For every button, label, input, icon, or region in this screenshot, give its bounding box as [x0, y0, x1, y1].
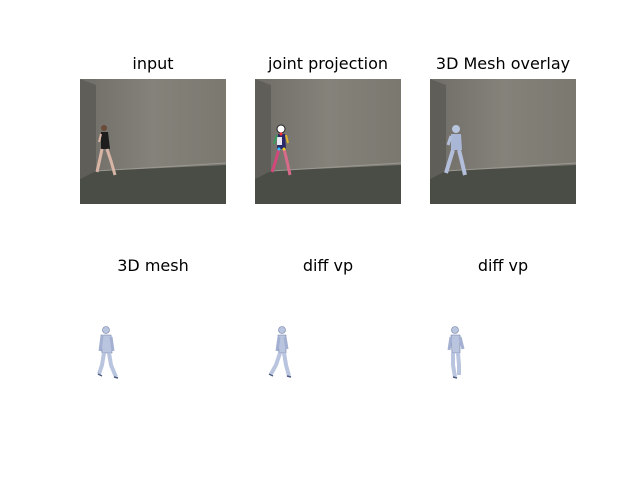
panel-title-3d-mesh: 3D mesh — [117, 256, 189, 275]
input-image — [80, 79, 226, 204]
diff-vp-render-2 — [430, 281, 576, 406]
mesh-figure — [97, 326, 119, 379]
joint-projection-image — [255, 79, 401, 204]
joint-skeleton-overlay — [270, 124, 292, 176]
3d-mesh-render — [80, 281, 226, 406]
diff-vp-render-1 — [255, 281, 401, 406]
mesh-overlay-image — [430, 79, 576, 204]
mesh-figure — [447, 326, 465, 379]
dancer-figure — [95, 125, 117, 176]
panel-title-mesh-overlay: 3D Mesh overlay — [435, 54, 571, 73]
panel-title-diff-vp-2: diff vp — [477, 256, 529, 275]
panel-title-input: input — [132, 54, 174, 73]
mesh-overlay-figure — [444, 125, 467, 176]
panel-title-joint-projection: joint projection — [267, 54, 389, 73]
mesh-figure — [268, 326, 292, 378]
panel-title-diff-vp-1: diff vp — [302, 256, 354, 275]
